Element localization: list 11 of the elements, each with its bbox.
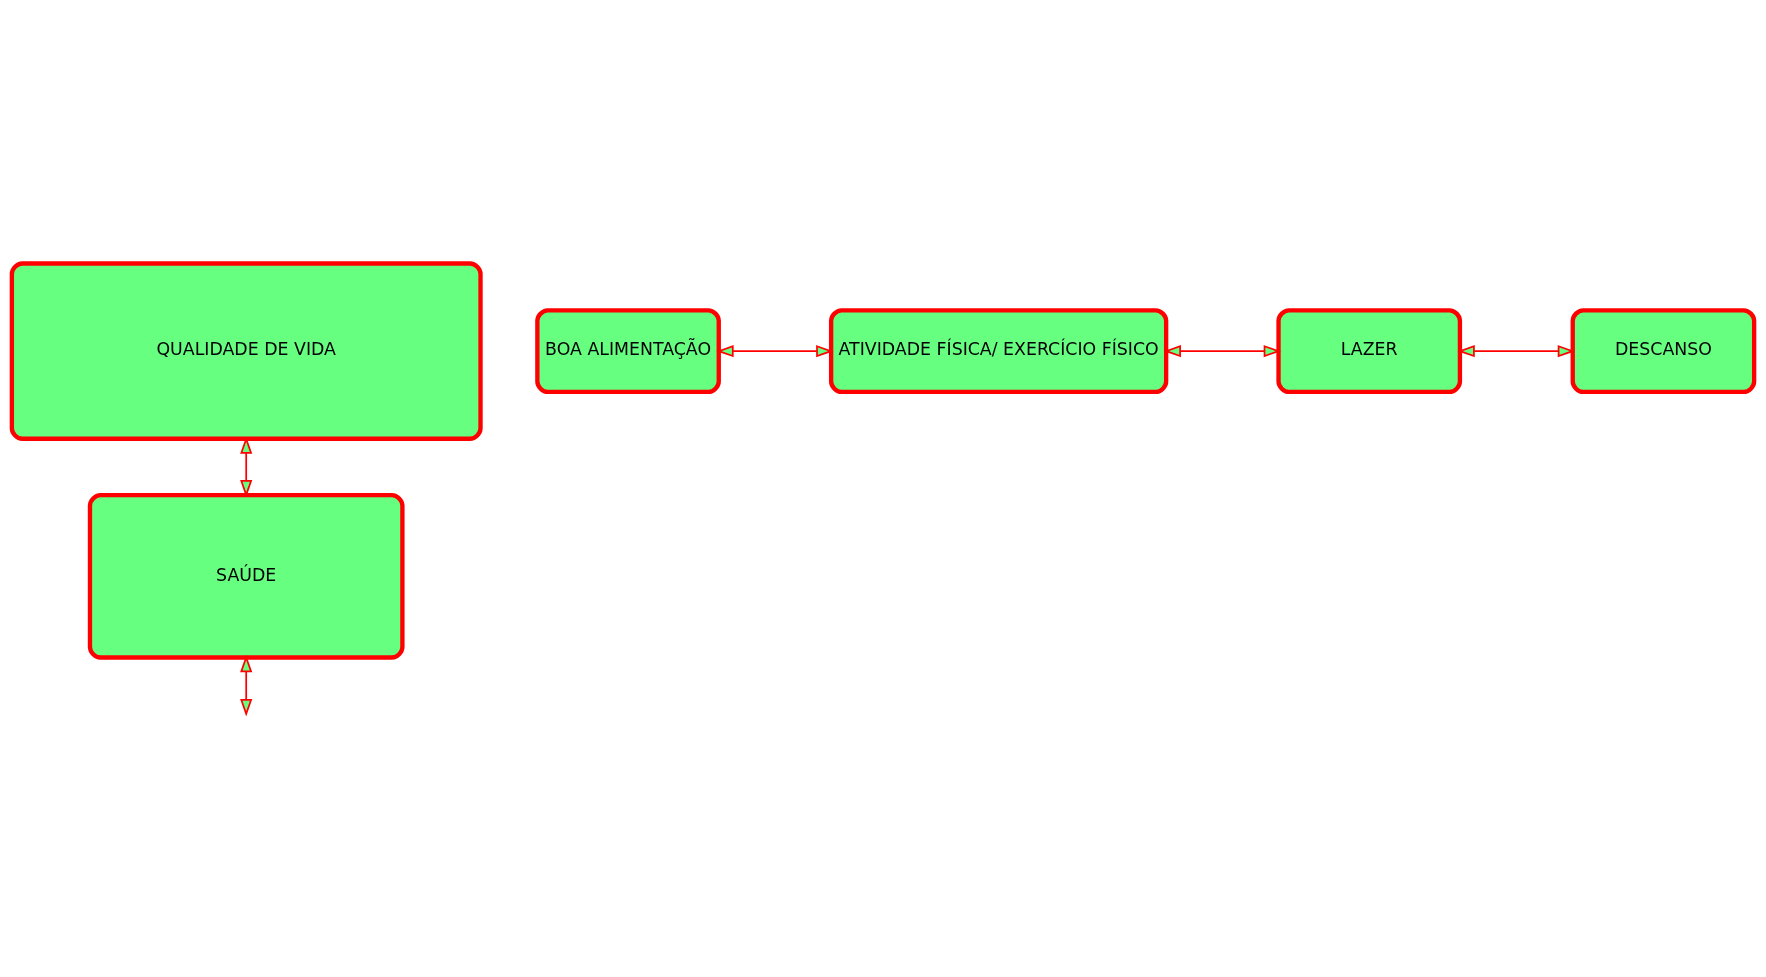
node-box: QUALIDADE DE VIDA bbox=[9, 260, 483, 441]
node-box: SAÚDE bbox=[87, 492, 405, 660]
arrow bbox=[1163, 344, 1282, 357]
node-box: BOA ALIMENTAÇÃO bbox=[535, 307, 721, 394]
arrow bbox=[1457, 344, 1576, 357]
arrow bbox=[240, 654, 253, 716]
node-box: ATIVIDADE FÍSICA/ EXERCÍCIO FÍSICO bbox=[828, 307, 1169, 394]
node-box: LAZER bbox=[1276, 307, 1463, 394]
arrow bbox=[240, 435, 253, 497]
node-box: DESCANSO bbox=[1570, 307, 1757, 394]
arrow bbox=[716, 344, 834, 357]
